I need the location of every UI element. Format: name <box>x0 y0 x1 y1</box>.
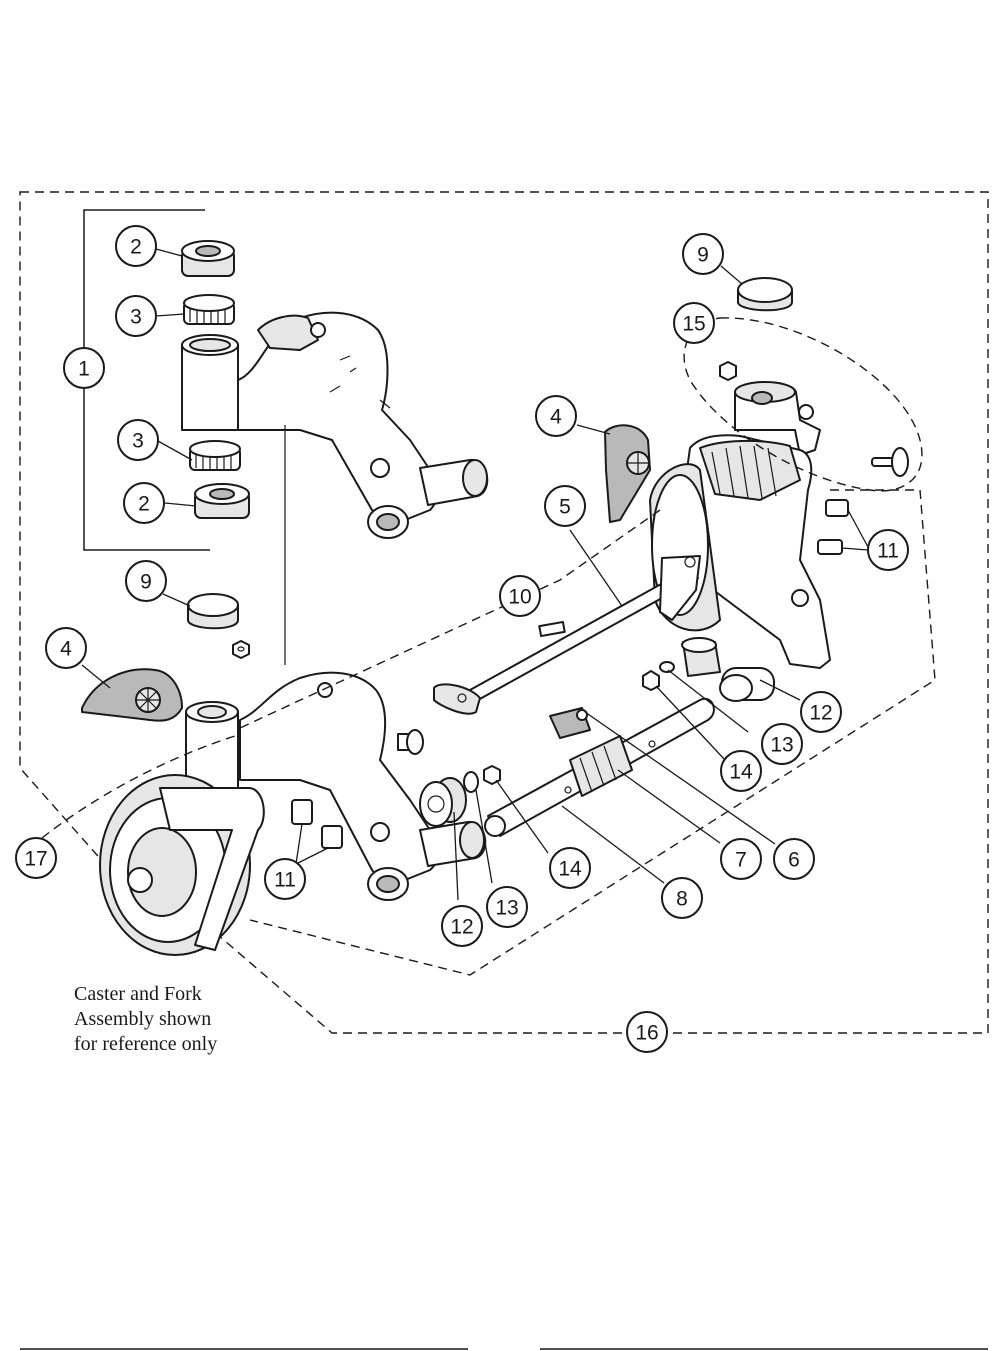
svg-text:13: 13 <box>770 734 793 757</box>
callout-4-left: 4 <box>45 627 87 669</box>
pivot-tube <box>181 334 239 431</box>
callout-11-right: 11 <box>867 529 909 571</box>
callout-13-left: 13 <box>486 886 528 928</box>
nut-right <box>642 670 660 691</box>
svg-text:5: 5 <box>559 496 571 519</box>
callout-4-right: 4 <box>535 395 577 437</box>
dash-15-ellipse <box>683 317 923 492</box>
callout-17: 17 <box>15 837 57 879</box>
callout-3-bottom: 3 <box>117 419 159 461</box>
callout-13-right: 13 <box>761 723 803 765</box>
callout-8: 8 <box>661 877 703 919</box>
callout-14-right: 14 <box>720 750 762 792</box>
bushing-left <box>419 777 467 827</box>
washer-right <box>659 661 675 673</box>
svg-text:6: 6 <box>788 849 800 872</box>
svg-text:8: 8 <box>676 888 688 911</box>
caster-fork <box>159 787 265 951</box>
callout-5: 5 <box>544 485 586 527</box>
svg-text:15: 15 <box>682 313 705 336</box>
needle-bearing-top <box>183 294 235 325</box>
svg-text:17: 17 <box>24 848 47 871</box>
svg-text:9: 9 <box>140 571 152 594</box>
svg-text:1: 1 <box>78 358 90 381</box>
svg-text:10: 10 <box>508 586 531 609</box>
svg-text:9: 9 <box>697 244 709 267</box>
svg-text:4: 4 <box>550 406 562 429</box>
callout-11-left: 11 <box>264 858 306 900</box>
callout-14-left: 14 <box>549 847 591 889</box>
callout-6: 6 <box>773 838 815 880</box>
callout-9-right: 9 <box>682 233 724 275</box>
svg-text:14: 14 <box>558 858 582 881</box>
hex-nut-left <box>232 640 250 659</box>
pivot-pin-right <box>871 447 909 477</box>
svg-text:3: 3 <box>130 306 142 329</box>
bearing-bottom <box>194 483 250 519</box>
svg-text:7: 7 <box>735 849 747 872</box>
bolts-11-right <box>817 499 849 555</box>
needle-bearing-bottom <box>189 440 241 471</box>
callout-7: 7 <box>720 838 762 880</box>
dash-10 <box>239 509 661 729</box>
svg-text:12: 12 <box>450 916 473 939</box>
hex-nut-right <box>719 361 737 381</box>
note-line-1: Caster and Fork <box>74 983 202 1005</box>
callout-1: 1 <box>63 347 105 389</box>
callout-2-top: 2 <box>115 225 157 267</box>
callout-12-left: 12 <box>441 905 483 947</box>
callout-9-left: 9 <box>125 560 167 602</box>
bushing-right <box>681 637 775 702</box>
caster-stem <box>185 701 239 789</box>
svg-text:3: 3 <box>132 430 144 453</box>
svg-text:4: 4 <box>60 638 72 661</box>
callout-2-bottom: 2 <box>123 482 165 524</box>
assembly-boundary <box>19 191 989 1034</box>
callout-15: 15 <box>673 302 715 344</box>
shroud-right <box>604 424 651 523</box>
end-cap-right <box>737 277 793 312</box>
leaders <box>81 248 869 901</box>
upper-arm-left <box>237 311 489 539</box>
shroud-left <box>81 668 183 722</box>
callout-3-top: 3 <box>115 295 157 337</box>
svg-text:2: 2 <box>138 493 150 516</box>
dash-frame-right <box>249 489 936 976</box>
dash-17 <box>41 735 236 839</box>
nut-left <box>483 765 501 785</box>
svg-text:11: 11 <box>877 540 899 563</box>
callout-10: 10 <box>499 575 541 617</box>
callout-12-right: 12 <box>800 691 842 733</box>
callout-16: 16 <box>626 1011 668 1053</box>
svg-text:2: 2 <box>130 236 142 259</box>
note-line-2: Assembly shown <box>74 1008 211 1030</box>
clamp <box>569 735 633 797</box>
washer-left <box>463 771 479 793</box>
bearing-top <box>181 240 235 277</box>
stop-pin-left <box>397 729 424 755</box>
note-line-3: for reference only <box>74 1033 217 1055</box>
svg-text:13: 13 <box>495 897 518 920</box>
end-cap-left <box>187 593 239 630</box>
svg-text:12: 12 <box>809 702 832 725</box>
torsion-bar <box>433 555 701 715</box>
svg-text:16: 16 <box>635 1022 658 1045</box>
bracket <box>549 707 591 739</box>
svg-text:14: 14 <box>729 761 753 784</box>
svg-text:11: 11 <box>274 869 296 892</box>
